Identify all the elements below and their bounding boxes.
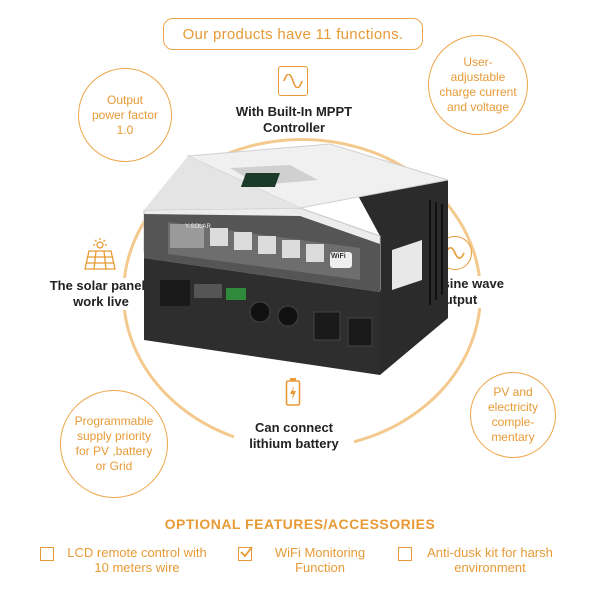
bubble-pv-electricity-text: PV and electricity comple-mentary bbox=[487, 385, 538, 444]
checkbox-icon bbox=[40, 547, 54, 561]
feature-mppt: With Built-In MPPT Controller bbox=[222, 104, 366, 136]
optional-item-lcd: LCD remote control with 10 meters wire bbox=[40, 545, 212, 575]
inverter-product-image bbox=[143, 143, 449, 375]
optional-item-wifi: WiFi Monitoring Function bbox=[238, 545, 380, 575]
sine-wave-icon bbox=[278, 66, 308, 96]
checkbox-icon bbox=[398, 547, 412, 561]
header-title: Our products have 11 functions. bbox=[163, 18, 423, 50]
optional-item-dusk-kit: Anti-dusk kit for harsh environment bbox=[398, 545, 560, 575]
feature-solar: The solar panels work live bbox=[40, 278, 162, 310]
solar-panel-icon bbox=[82, 236, 118, 272]
device-model: HYBRID SOLAR INVERTER bbox=[210, 210, 287, 216]
optional-title: OPTIONAL FEATURES/ACCESSORIES bbox=[164, 516, 436, 532]
feature-battery: Can connect lithium battery bbox=[234, 420, 354, 452]
optional-item-dusk-kit-text: Anti-dusk kit for harsh environment bbox=[427, 545, 553, 575]
bubble-pv-electricity: PV and electricity comple-mentary bbox=[470, 372, 556, 458]
device-brand: Y-SOLAR bbox=[185, 224, 211, 230]
device-wifi-badge: WiFi bbox=[331, 253, 346, 260]
bubble-charge-current-text: User-adjustable charge current and volta… bbox=[439, 55, 517, 114]
battery-icon bbox=[284, 376, 302, 408]
bubble-output-power-text: Output power factor 1.0 bbox=[91, 92, 159, 137]
bubble-output-power: Output power factor 1.0 bbox=[78, 68, 172, 162]
optional-item-lcd-text: LCD remote control with 10 meters wire bbox=[67, 545, 207, 575]
optional-item-wifi-text: WiFi Monitoring Function bbox=[274, 545, 366, 575]
bubble-supply-priority: Programmable supply priority for PV ,bat… bbox=[60, 390, 168, 498]
checkmark-icon bbox=[240, 546, 253, 558]
checkbox-icon bbox=[238, 546, 253, 561]
bubble-charge-current: User-adjustable charge current and volta… bbox=[428, 35, 528, 135]
bubble-supply-priority-text: Programmable supply priority for PV ,bat… bbox=[74, 414, 154, 473]
